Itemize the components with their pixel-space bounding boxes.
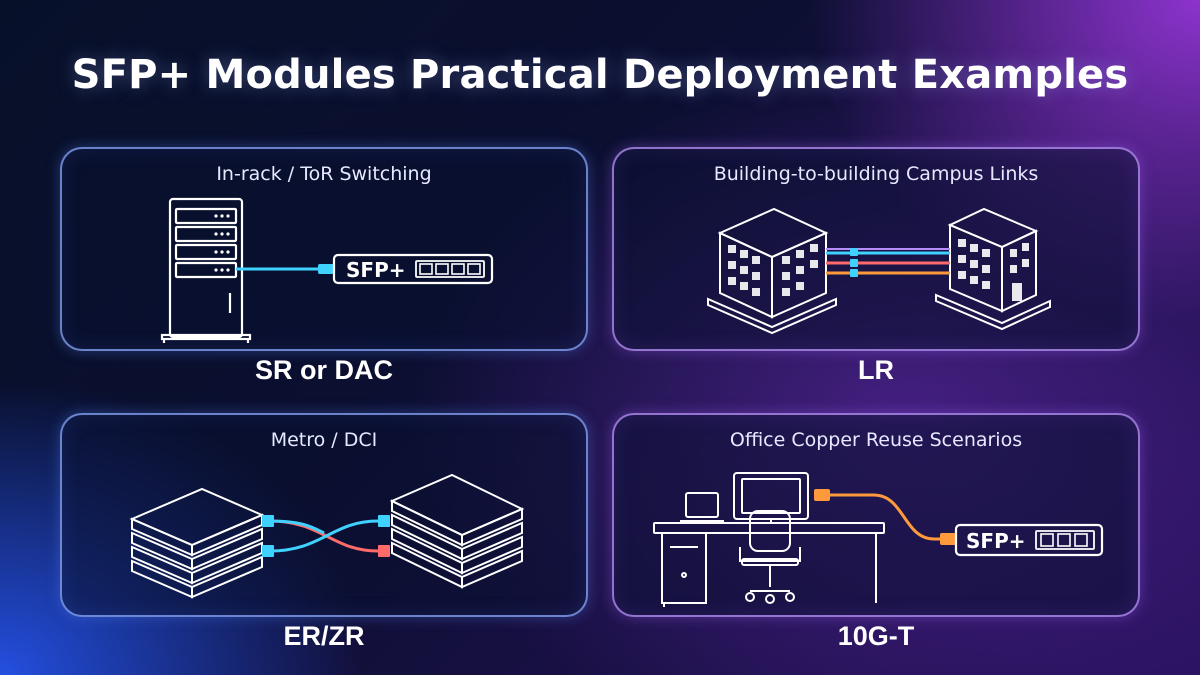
- building-left-icon: [707, 207, 837, 335]
- rj45-connector-left: [814, 489, 830, 501]
- panel-campus-links: Building-to-building Campus Links: [612, 147, 1140, 351]
- server-rack-icon: [160, 197, 252, 343]
- datacenter-stack-right-icon: [389, 473, 525, 589]
- dci-connectors: [262, 515, 390, 557]
- caption-sr-dac: SR or DAC: [254, 355, 393, 385]
- laptop-icon: [680, 492, 724, 522]
- panel-office-copper: Office Copper Reuse Scenarios: [612, 413, 1140, 617]
- rj45-connector-right: [940, 533, 956, 545]
- panel-title: In-rack / ToR Switching: [216, 163, 432, 185]
- caption-lr: LR: [858, 355, 894, 385]
- campus-illustration: [707, 207, 1051, 335]
- panel-title: Metro / DCI: [270, 429, 378, 451]
- rack-switch-illustration: SFP+: [160, 197, 494, 343]
- dci-fiber-links: [269, 519, 379, 553]
- monitor-icon: [733, 472, 809, 523]
- sfp-label: SFP+: [346, 258, 405, 282]
- sfp-module-icon: SFP+: [332, 253, 494, 285]
- panel-metro-dci: Metro / DCI: [60, 413, 588, 617]
- office-desk-icon: [653, 522, 885, 607]
- fiber-links: [826, 248, 950, 275]
- datacenter-stack-left-icon: [129, 487, 265, 599]
- panel-title: Building-to-building Campus Links: [713, 163, 1039, 185]
- metro-dci-illustration: [129, 473, 525, 599]
- panel-title: Office Copper Reuse Scenarios: [729, 429, 1023, 451]
- office-chair-icon: [739, 510, 801, 604]
- building-left-windows: [728, 244, 818, 296]
- sfp-module-icon: SFP+: [954, 523, 1104, 557]
- page-title: SFP+ Modules Practical Deployment Exampl…: [71, 52, 1129, 98]
- building-right-icon: [935, 207, 1051, 331]
- link-connectors: [850, 248, 858, 277]
- sfp-label: SFP+: [966, 529, 1025, 553]
- building-right-windows: [958, 239, 1029, 301]
- office-copper-illustration: SFP+: [653, 472, 1104, 607]
- copper-ethernet-cable: [826, 493, 946, 541]
- panel-in-rack-tor: In-rack / ToR Switching SFP+: [60, 147, 588, 351]
- caption-er-zr: ER/ZR: [283, 621, 365, 651]
- caption-10g-t: 10G-T: [837, 621, 915, 651]
- cable-connector: [318, 264, 334, 274]
